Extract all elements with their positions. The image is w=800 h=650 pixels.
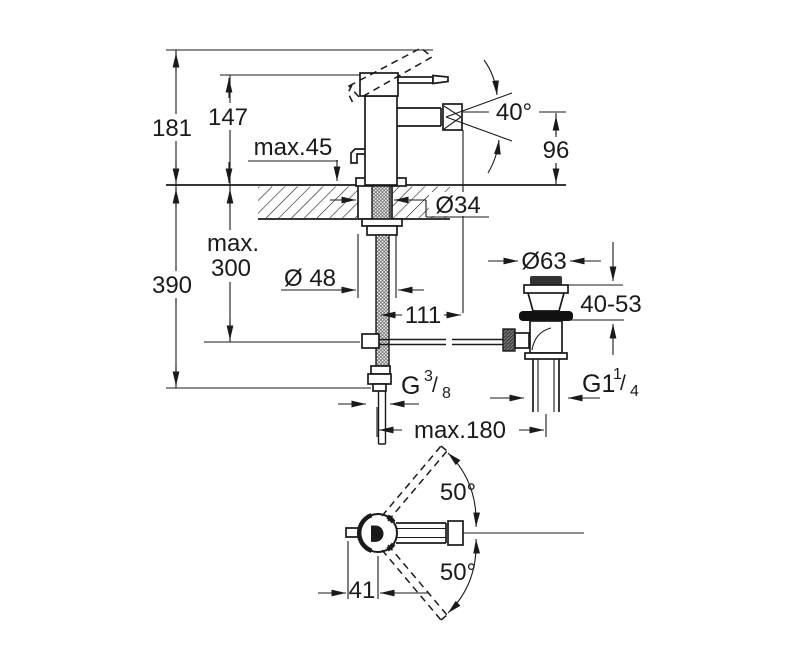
label-g114-prefix: G1 [582, 370, 615, 398]
deck-hatch-left [258, 186, 358, 218]
popup-linkage [361, 333, 503, 349]
dim-50deg-up: 50° [440, 452, 481, 528]
dim-147-height: 147 [205, 78, 252, 183]
plan-body-thick-right [386, 514, 396, 552]
mounting-nut [366, 225, 398, 236]
label-max300-line1: max. [207, 230, 259, 257]
waste-body-curve [531, 327, 552, 351]
dim-40-53-range: 40-53 [580, 242, 642, 355]
dim-g114-waste-thread: G1 1 / 4 [490, 366, 639, 402]
spout-lines [397, 107, 442, 127]
rod-knob [502, 328, 516, 352]
plan-lever-dashed-up [381, 445, 448, 522]
plan-aerator [447, 520, 464, 546]
label-o34: Ø34 [435, 192, 480, 219]
plan-view [345, 445, 584, 621]
deck-section [166, 184, 566, 220]
label-390: 390 [152, 272, 192, 299]
label-147: 147 [208, 104, 248, 131]
aerator-cone [443, 105, 462, 130]
lever-arm [397, 76, 434, 84]
label-50deg-down: 50° [440, 559, 476, 586]
label-max180: max.180 [414, 417, 506, 444]
label-g38-prefix: G [401, 372, 420, 400]
hose-tube [377, 391, 387, 445]
cartridge-cap [359, 72, 399, 97]
dim-max300-hose: max. 300 [202, 189, 262, 340]
waste-seal-ring [519, 311, 573, 321]
plan-lever-dashed-down [381, 544, 448, 621]
plan-extension-lines [347, 541, 379, 599]
label-41: 41 [349, 577, 376, 604]
dim-max180-reach: max.180 [379, 417, 544, 444]
horseshoe-washer [361, 218, 403, 227]
dim-g38-supply-thread: G 3 / 8 [338, 368, 451, 408]
spout [397, 92, 513, 142]
label-o63: Ø63 [521, 248, 566, 275]
waste-body [529, 320, 563, 354]
plan-rod-stub [345, 527, 359, 538]
label-40deg: 40° [496, 99, 532, 126]
mounting-shank [361, 185, 403, 236]
label-50deg-up: 50° [440, 479, 476, 506]
label-181: 181 [152, 115, 192, 142]
linkage-clevis [361, 333, 380, 349]
waste-assembly [502, 276, 573, 412]
dim-111-projection: 111 [381, 302, 461, 329]
plan-spout-outer [396, 522, 447, 544]
dim-181-height: 181 [150, 53, 195, 183]
label-g38-denominator: 8 [442, 385, 451, 402]
label-111: 111 [405, 302, 441, 329]
faucet-body [350, 72, 449, 232]
aerator [442, 103, 463, 131]
waste-taper [527, 292, 565, 312]
label-o48: Ø 48 [284, 265, 336, 292]
front-view [166, 47, 573, 445]
lever-raised-pivot [347, 84, 355, 106]
plan-cartridge-mark [371, 525, 384, 542]
label-g114-slash: / [620, 372, 626, 395]
waste-plug-knob [530, 276, 562, 285]
plan-body-thick-left [356, 513, 373, 553]
label-g114-denominator: 4 [630, 383, 639, 400]
body-cylinder [364, 95, 398, 186]
label-g38-slash: / [432, 374, 438, 397]
hose-fitting-top [370, 365, 391, 375]
hose-fitting-neck [372, 383, 387, 392]
dim-o48-base: Ø 48 [281, 265, 424, 294]
label-g38-numerator: 3 [424, 368, 433, 385]
dimensions-front: 181 147 max.45 40° 96 [150, 49, 642, 444]
dim-41-offset: 41 [318, 577, 429, 604]
reference-lines [166, 49, 624, 437]
dim-max45-deck-thickness: max.45 [254, 134, 341, 181]
spray-fan-lines [445, 92, 513, 142]
label-max300-line2: 300 [211, 255, 251, 282]
dim-o63-waste-flange: Ø63 [488, 248, 601, 275]
waste-flange [523, 284, 569, 294]
dimensions-plan: 50° 50° 41 [318, 452, 481, 614]
popup-rod-hook [350, 148, 365, 164]
dim-o34-hole: Ø34 [330, 192, 487, 219]
label-max45: max.45 [254, 134, 333, 161]
dim-40deg-spray-angle: 40° [483, 59, 532, 174]
plan-spout-inner [396, 527, 446, 539]
label-g114-numerator: 1 [613, 366, 622, 383]
deck-lines [166, 184, 566, 220]
dim-96-spout-height: 96 [541, 116, 571, 183]
waste-collar [524, 352, 568, 360]
lever-raised-outline [347, 47, 434, 99]
rod-coupler [514, 332, 530, 349]
lever-tip [432, 74, 449, 85]
lever-raised-dashed [347, 47, 434, 106]
tailpipe-inner [537, 359, 555, 412]
hose-fitting-nut [367, 373, 392, 385]
dim-50deg-down: 50° [440, 538, 481, 614]
dim-390-depth: 390 [150, 189, 195, 386]
label-40-53: 40-53 [580, 291, 641, 318]
tailpipe-outer [532, 359, 560, 412]
label-96: 96 [543, 137, 570, 164]
horizontal-rod [379, 338, 503, 346]
